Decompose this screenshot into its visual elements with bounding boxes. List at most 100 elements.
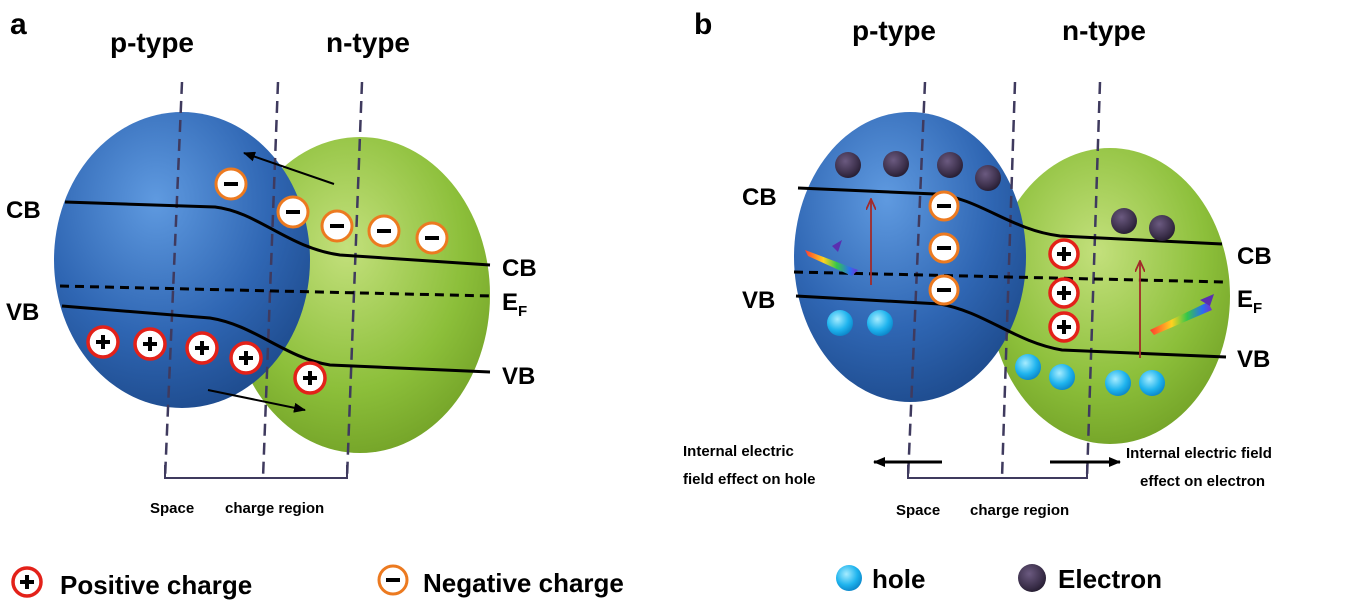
positive-charge <box>185 331 219 365</box>
panel-a-letter: a <box>10 8 27 41</box>
panel-b-space-charge-bracket <box>907 465 1088 479</box>
hole <box>1105 370 1131 396</box>
panel-a-p-type-label: p-type <box>110 27 194 58</box>
hole <box>1049 364 1075 390</box>
panel-b-vb-left-label: VB <box>742 287 775 314</box>
panel-b-vb-right-label: VB <box>1237 346 1270 373</box>
legend-hole-label: hole <box>872 564 925 594</box>
panel-a-space-charge-bracket <box>164 465 348 479</box>
hole <box>867 310 893 336</box>
panel-b-field-hole-line1: Internal electric <box>683 443 794 460</box>
light-beam-tip-icon <box>1200 294 1214 306</box>
panel-b-valence-band <box>795 294 1227 359</box>
legend-negative-charge-label: Negative charge <box>423 568 624 598</box>
legend: Positive charge Negative charge hole Ele… <box>11 564 1162 600</box>
panel-a-fermi-label: EF <box>502 289 527 320</box>
panel-a-cb-left-label: CB <box>6 197 41 224</box>
positive-charge <box>1048 277 1080 309</box>
panel-a: a p-type n-type CB VB CB <box>6 8 537 517</box>
legend-electron-label: Electron <box>1058 564 1162 594</box>
panel-b-cb-left-label: CB <box>742 184 777 211</box>
panel-b-photon-n-side <box>1150 294 1214 335</box>
panel-b-n-type-label: n-type <box>1062 15 1146 46</box>
positive-charge <box>293 361 327 395</box>
panel-a-cb-right-label: CB <box>502 255 537 282</box>
negative-charge <box>320 209 354 243</box>
light-beam-icon <box>1150 302 1212 335</box>
legend-positive-charge-label: Positive charge <box>60 570 252 600</box>
panel-b-junction-line-left <box>906 81 927 479</box>
panel-b-junction-line-right <box>1085 81 1102 479</box>
positive-charge <box>86 325 120 359</box>
panel-b-positive-charges <box>1048 238 1080 343</box>
panel-b-fermi-label: EF <box>1237 286 1262 317</box>
light-beam-icon <box>805 250 858 276</box>
electron <box>883 151 909 177</box>
panel-b-p-type-sphere <box>794 112 1026 402</box>
panel-a-negative-charges <box>214 167 449 255</box>
panel-b-fermi-sub: F <box>1253 300 1262 317</box>
legend-hole-icon <box>836 565 862 591</box>
electron <box>975 165 1001 191</box>
legend-negative-charge-icon <box>377 564 409 596</box>
panel-a-region-label-space: Space <box>150 500 194 517</box>
panel-a-hole-drift-arrow <box>207 389 306 413</box>
panel-b-holes-n-side <box>1015 354 1165 396</box>
negative-charge <box>276 195 310 229</box>
negative-charge <box>928 274 960 306</box>
hole <box>1139 370 1165 396</box>
panel-a-fermi-sub: F <box>518 303 527 320</box>
panel-b-field-hole-label: Internal electric field effect on hole <box>683 443 816 488</box>
panel-a-region-label-charge: charge region <box>225 500 324 517</box>
light-beam-tip-icon <box>832 240 842 252</box>
panel-b-cb-right-label: CB <box>1237 243 1272 270</box>
negative-charge <box>928 232 960 264</box>
electron <box>1149 215 1175 241</box>
panel-b-electrons-n-side <box>1111 208 1175 241</box>
negative-charge <box>214 167 248 201</box>
panel-b-electrons-p-side <box>835 151 1001 191</box>
panel-b-field-hole-line2: field effect on hole <box>683 471 816 488</box>
panel-b-photon-p-side <box>805 240 858 276</box>
electron <box>937 152 963 178</box>
negative-charge <box>928 190 960 222</box>
panel-b-holes-p-side <box>827 310 893 336</box>
panel-a-positive-charges <box>86 325 327 395</box>
panel-a-electron-drift-arrow <box>243 151 335 185</box>
positive-charge <box>133 327 167 361</box>
legend-positive-charge-icon <box>11 566 43 598</box>
negative-charge <box>367 214 401 248</box>
panel-b-field-electron-line1: Internal electric field <box>1126 445 1272 462</box>
panel-b-junction-line-mid <box>1000 81 1017 479</box>
panel-a-vb-left-label: VB <box>6 299 39 326</box>
positive-charge <box>1048 311 1080 343</box>
hole <box>827 310 853 336</box>
panel-a-fermi-main: E <box>502 289 518 316</box>
panel-b-n-type-sphere <box>990 148 1230 444</box>
panel-b-negative-charges <box>928 190 960 306</box>
negative-charge <box>415 221 449 255</box>
panel-b-letter: b <box>694 8 712 41</box>
positive-charge <box>229 341 263 375</box>
panel-b-region-label-charge: charge region <box>970 502 1069 519</box>
panel-a-valence-band <box>61 304 491 374</box>
legend-electron-icon <box>1018 564 1046 592</box>
panel-b-fermi-level <box>793 270 1226 284</box>
panel-b: b p-type n-type <box>683 8 1276 519</box>
panel-b-field-electron-line2: effect on electron <box>1140 473 1265 490</box>
panel-a-conduction-band <box>64 200 491 267</box>
panel-a-n-type-label: n-type <box>326 27 410 58</box>
panel-a-junction-line-right <box>345 81 364 479</box>
electron <box>1111 208 1137 234</box>
electron <box>835 152 861 178</box>
panel-b-field-electron-label: Internal electric field effect on electr… <box>1126 445 1276 490</box>
panel-b-region-label-space: Space <box>896 502 940 519</box>
panel-b-fermi-main: E <box>1237 286 1253 313</box>
hole <box>1015 354 1041 380</box>
positive-charge <box>1048 238 1080 270</box>
panel-a-vb-right-label: VB <box>502 363 535 390</box>
panel-b-p-type-label: p-type <box>852 15 936 46</box>
panel-a-junction-line-left <box>163 81 184 479</box>
panel-a-fermi-level <box>59 284 493 298</box>
